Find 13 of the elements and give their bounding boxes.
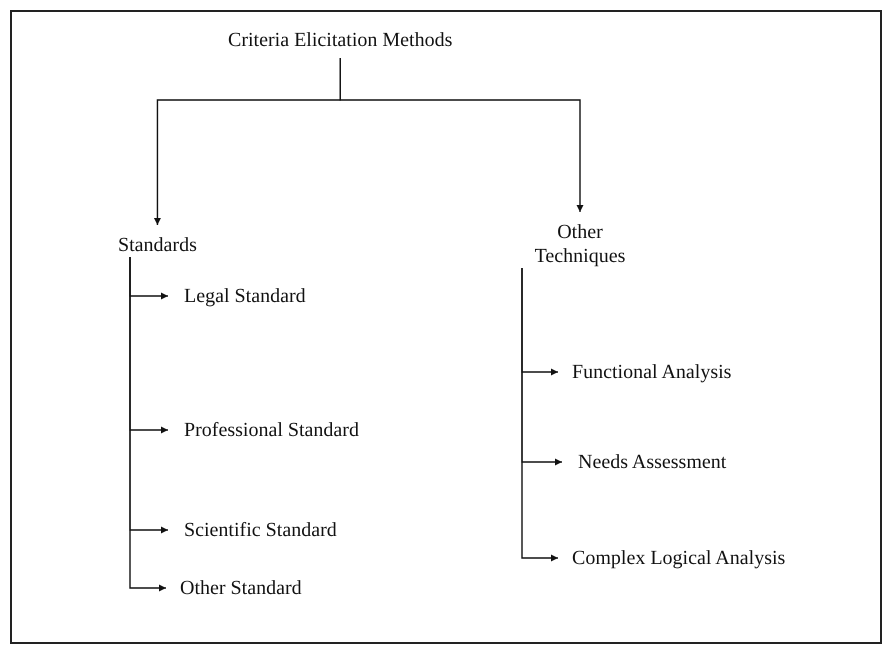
node-label: Standards	[118, 233, 197, 257]
node-label: Other Standard	[166, 576, 302, 600]
node-label: Needs Assessment	[562, 450, 726, 474]
node-label: Professional Standard	[168, 418, 359, 442]
node-label: Functional Analysis	[558, 360, 732, 384]
node-label: Other Techniques	[515, 220, 645, 268]
connector-arrow	[129, 257, 166, 592]
root-node-label: Criteria Elicitation Methods	[228, 28, 452, 52]
node-label: Legal Standard	[168, 284, 306, 308]
connector-arrow	[340, 58, 584, 212]
node-label: Scientific Standard	[168, 518, 337, 542]
node-label: Complex Logical Analysis	[558, 546, 786, 570]
connector-arrow	[521, 268, 558, 562]
